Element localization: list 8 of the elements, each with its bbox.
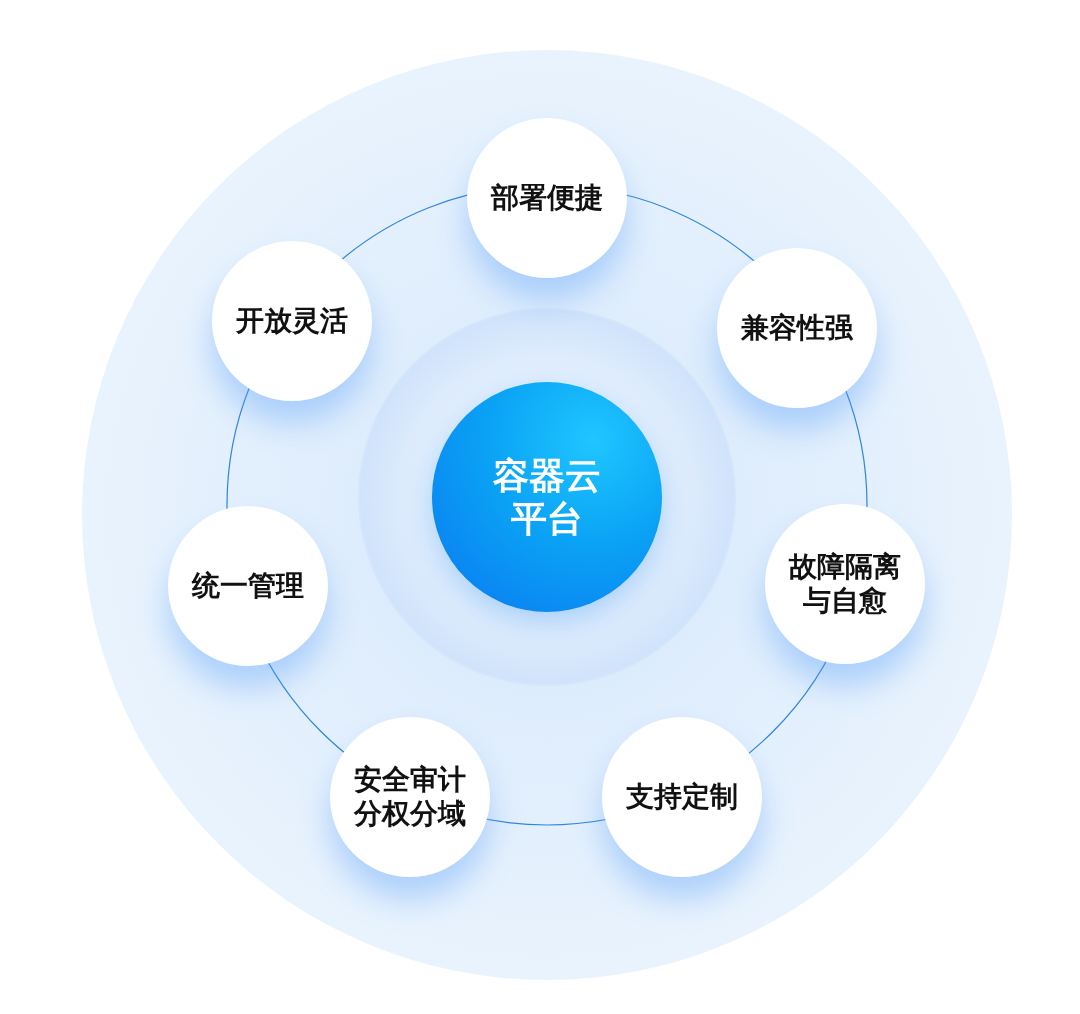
center-label: 容器云平台 — [492, 453, 602, 541]
feature-label: 兼容性强 — [740, 311, 854, 345]
feature-label: 部署便捷 — [489, 181, 604, 215]
feature-label: 故障隔离与自愈 — [789, 550, 901, 618]
feature-label: 开放灵活 — [235, 304, 349, 338]
feature-label: 支持定制 — [625, 780, 739, 814]
feature-label: 统一管理 — [190, 569, 305, 603]
feature-label: 安全审计分权分域 — [354, 763, 466, 831]
